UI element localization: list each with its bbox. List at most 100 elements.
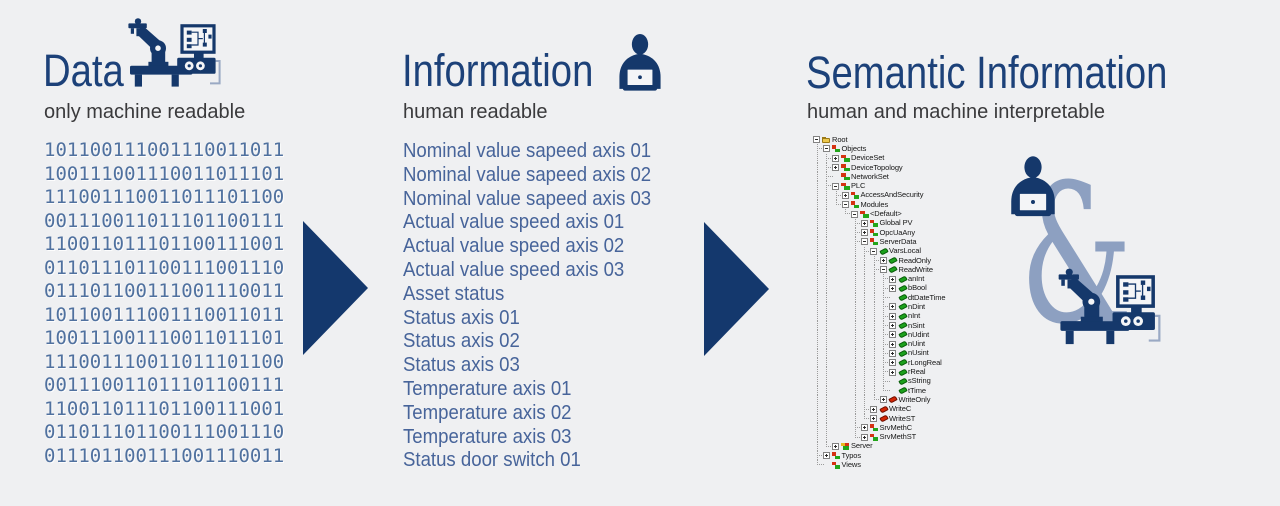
tree-node[interactable]: OpcUaAny [813, 227, 1013, 238]
expand-plus-toggle[interactable] [879, 396, 887, 404]
expand-plus-toggle[interactable] [860, 433, 868, 441]
expand-plus-toggle[interactable] [889, 368, 896, 376]
tree-node-label[interactable]: OpcUaAny [879, 227, 916, 237]
tree-node-label[interactable]: Root [832, 134, 848, 144]
tree-node-label[interactable]: SrvMethC [879, 422, 913, 432]
tree-node[interactable]: nUdint [813, 329, 1013, 340]
tree-node[interactable]: nSint [813, 320, 1013, 331]
tree-node[interactable]: Typos [813, 450, 1013, 461]
tree-node-label[interactable]: PLC [851, 181, 866, 191]
tree-node[interactable]: VarsLocal [813, 246, 1013, 256]
expand-minus-toggle[interactable] [879, 266, 887, 274]
tree-node-label[interactable]: Objects [841, 143, 867, 153]
expand-plus-toggle[interactable] [879, 257, 887, 264]
tree-node-label[interactable]: AccessAndSecurity [860, 190, 924, 200]
tree-node-label[interactable]: ReadWrite [898, 264, 934, 274]
tree-node-label[interactable]: WriteC [889, 404, 912, 414]
expand-plus-toggle[interactable] [889, 312, 896, 320]
tree-node-label[interactable]: Global PV [879, 218, 913, 228]
tree-node-label[interactable]: NetworkSet [851, 171, 889, 181]
tree-node[interactable]: rReal [813, 367, 1013, 377]
tree-node-label[interactable]: nUsint [908, 348, 929, 358]
expand-minus-toggle[interactable] [851, 210, 858, 218]
expand-plus-toggle[interactable] [870, 405, 877, 413]
tree-node[interactable]: AccessAndSecurity [813, 190, 1013, 201]
tree-node-label[interactable]: ReadOnly [898, 255, 932, 265]
tree-node-label[interactable]: tTime [908, 385, 926, 395]
tree-node-label[interactable]: nSint [908, 320, 925, 330]
tree-node-label[interactable]: Typos [841, 450, 862, 460]
tree-node-label[interactable]: dtDateTime [908, 292, 946, 302]
tree-node[interactable]: Modules [813, 199, 1013, 210]
tree-node[interactable]: ServerData [813, 236, 1013, 247]
expand-plus-toggle[interactable] [889, 359, 896, 367]
tree-node[interactable]: nUsint [813, 348, 1013, 359]
expand-plus-toggle[interactable] [889, 303, 896, 311]
expand-plus-toggle[interactable] [870, 415, 877, 423]
expand-minus-toggle[interactable] [870, 247, 877, 255]
expand-plus-toggle[interactable] [889, 340, 896, 348]
tree-node-label[interactable]: DeviceTopology [851, 162, 903, 172]
tree-node[interactable]: NetworkSet [813, 171, 1013, 182]
tree-node[interactable]: ReadWrite [813, 264, 1013, 275]
expand-plus-toggle[interactable] [832, 164, 839, 172]
tree-node[interactable]: <Default> [813, 209, 1013, 219]
tree-node-label[interactable]: WriteOnly [898, 394, 931, 404]
tree-node[interactable]: tTime [813, 385, 1013, 396]
expand-plus-toggle[interactable] [860, 229, 868, 237]
tree-node-label[interactable]: WriteST [889, 413, 916, 423]
tree-node-label[interactable]: anInt [908, 274, 925, 284]
expand-plus-toggle[interactable] [889, 322, 896, 330]
tree-node[interactable]: Server [813, 441, 1013, 452]
tree-node[interactable]: ReadOnly [813, 255, 1013, 266]
expand-plus-toggle[interactable] [889, 349, 896, 357]
tree-node[interactable]: DeviceTopology [813, 162, 1013, 173]
tree-node[interactable]: anInt [813, 274, 1013, 284]
tree-node-label[interactable]: VarsLocal [889, 246, 921, 256]
tree-node[interactable]: Views [813, 460, 1013, 469]
expand-minus-toggle[interactable] [841, 201, 849, 209]
tree-node-label[interactable]: ServerData [879, 236, 917, 246]
tree-node[interactable]: rLongReal [813, 357, 1013, 368]
tree-node[interactable]: WriteOnly [813, 394, 1013, 405]
expand-plus-toggle[interactable] [889, 284, 896, 292]
tree-node[interactable]: PLC [813, 181, 1013, 191]
tree-node-label[interactable]: rReal [908, 367, 926, 377]
expand-plus-toggle[interactable] [889, 275, 896, 283]
tree-node-label[interactable]: Server [851, 441, 873, 451]
tree-node[interactable]: bBool [813, 283, 1013, 294]
expand-plus-toggle[interactable] [832, 442, 839, 450]
expand-plus-toggle[interactable] [860, 219, 868, 227]
tree-node-label[interactable]: Modules [860, 199, 889, 209]
tree-node[interactable]: Root [813, 135, 1013, 144]
tree-node-label[interactable]: nUdint [908, 329, 930, 339]
tree-node-label[interactable]: bBool [908, 283, 927, 293]
tree-node[interactable]: Global PV [813, 218, 1013, 228]
tree-node-label[interactable]: Views [841, 460, 861, 470]
tree-node[interactable]: SrvMethC [813, 422, 1013, 433]
tree-node[interactable]: nUint [813, 339, 1013, 349]
expand-plus-toggle[interactable] [841, 191, 849, 199]
tree-node[interactable]: WriteC [813, 404, 1013, 414]
tree-node[interactable]: Objects [813, 143, 1013, 154]
tree-node-label[interactable]: nDint [908, 301, 926, 311]
expand-minus-toggle[interactable] [822, 145, 830, 153]
expand-plus-toggle[interactable] [889, 331, 896, 339]
expand-plus-toggle[interactable] [860, 424, 868, 432]
tree-node[interactable]: sString [813, 376, 1013, 387]
tree-node-label[interactable]: SrvMethST [879, 432, 917, 442]
expand-minus-toggle[interactable] [813, 136, 820, 144]
expand-plus-toggle[interactable] [822, 452, 830, 460]
tree-node-label[interactable]: nInt [908, 311, 921, 321]
tree-node[interactable]: nInt [813, 311, 1013, 321]
tree-node[interactable]: SrvMethST [813, 432, 1013, 442]
tree-node-label[interactable]: nUint [908, 339, 926, 349]
expand-minus-toggle[interactable] [860, 238, 868, 246]
expand-plus-toggle[interactable] [832, 154, 839, 162]
tree-node-label[interactable]: rLongReal [908, 357, 942, 367]
tree-node-label[interactable]: sString [908, 376, 931, 386]
tree-node-label[interactable]: DeviceSet [851, 153, 885, 163]
expand-minus-toggle[interactable] [832, 182, 839, 190]
tree-node[interactable]: nDint [813, 301, 1013, 312]
tree-node[interactable]: WriteST [813, 413, 1013, 424]
